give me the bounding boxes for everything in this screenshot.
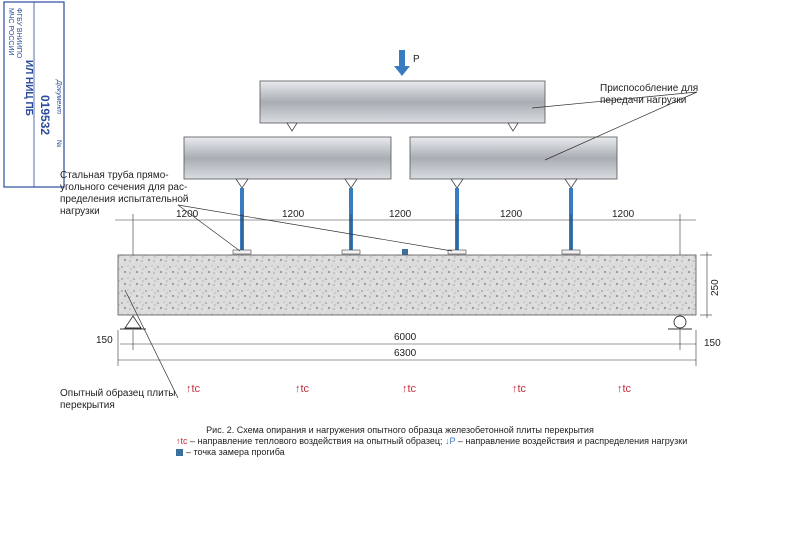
caption-heat-symbol: ↑tc [176, 436, 188, 446]
middle-beam-right [409, 136, 618, 180]
dimension-lines [115, 214, 712, 366]
top-beam-support-right [507, 122, 519, 132]
stamp-doc-number: 019532 [38, 95, 52, 135]
support-right [668, 315, 692, 330]
dim-span-1: 1200 [176, 209, 199, 220]
stamp-org-line3: МЧС РОССИИ [7, 8, 14, 56]
dim-span-3: 1200 [389, 209, 412, 220]
caption-deflection-text: – точка замера прогиба [186, 447, 285, 457]
callout-load-device: Приспособление для передачи нагрузки [531, 82, 698, 161]
heat-mark-3: ↑tc [402, 383, 417, 395]
dim-height: 250 [710, 279, 721, 296]
dim-inner-length: 6000 [394, 332, 417, 343]
steel-tube-label-line1: Стальная труба прямо- [60, 169, 169, 181]
callout-sample: Опытный образец плиты перекрытия [60, 289, 179, 411]
heat-mark-2: ↑tc [295, 383, 310, 395]
deflection-point-icon [176, 449, 183, 457]
dim-total-length: 6300 [394, 348, 417, 359]
heat-mark-1: ↑tc [186, 383, 201, 395]
sample-label-line1: Опытный образец плиты [60, 387, 175, 399]
caption-legend-2: – точка замера прогиба [0, 447, 800, 458]
load-device-label-line1: Приспособление для [600, 82, 698, 94]
load-device-label-line2: передачи нагрузки [600, 95, 686, 106]
caption-legend-1: ↑tc – направление теплового воздействия … [0, 436, 800, 447]
heat-mark-4: ↑tc [512, 383, 527, 395]
callout-steel-tube: Стальная труба прямо- угольного сечения … [60, 169, 453, 252]
top-beam-support-left [286, 122, 298, 132]
stamp-org-line2: ФГБУ ВНИИПО [15, 8, 22, 59]
load-label: P [413, 54, 420, 65]
deflection-point [402, 249, 408, 255]
caption-load-symbol: ↓P [445, 436, 456, 446]
caption-title: Рис. 2. Схема опирания и нагружения опыт… [206, 425, 594, 435]
figure-caption: Рис. 2. Схема опирания и нагружения опыт… [0, 425, 800, 458]
stamp-org-line1: ИЛ НИЦ ПБ [23, 60, 34, 116]
steel-tube-label-line3: пределения испытательной [60, 194, 189, 205]
stamp-doc-no-label: № [55, 140, 62, 148]
lab-stamp: ИЛ НИЦ ПБ ФГБУ ВНИИПО МЧС РОССИИ Докумен… [3, 1, 65, 188]
sample-label-line2: перекрытия [60, 400, 115, 411]
caption-heat-text: – направление теплового воздействия на о… [187, 436, 446, 446]
steel-tube-label-line4: нагрузки [60, 206, 100, 217]
load-arrow: P [394, 50, 420, 76]
caption-load-text: – направление воздействия и распределени… [455, 436, 688, 446]
dim-left-overhang: 150 [96, 335, 113, 346]
support-left [120, 315, 146, 330]
dim-right-overhang: 150 [704, 338, 721, 349]
heat-mark-5: ↑tc [617, 383, 632, 395]
steel-tube-label-line2: угольного сечения для рас- [60, 182, 187, 193]
dim-span-2: 1200 [282, 209, 305, 220]
middle-beam-left [183, 136, 392, 180]
slab-specimen [117, 254, 697, 316]
stamp-doc-label: Документ [55, 79, 62, 114]
dim-span-5: 1200 [612, 209, 635, 220]
dim-span-4: 1200 [500, 209, 523, 220]
top-distribution-beam [259, 80, 546, 124]
